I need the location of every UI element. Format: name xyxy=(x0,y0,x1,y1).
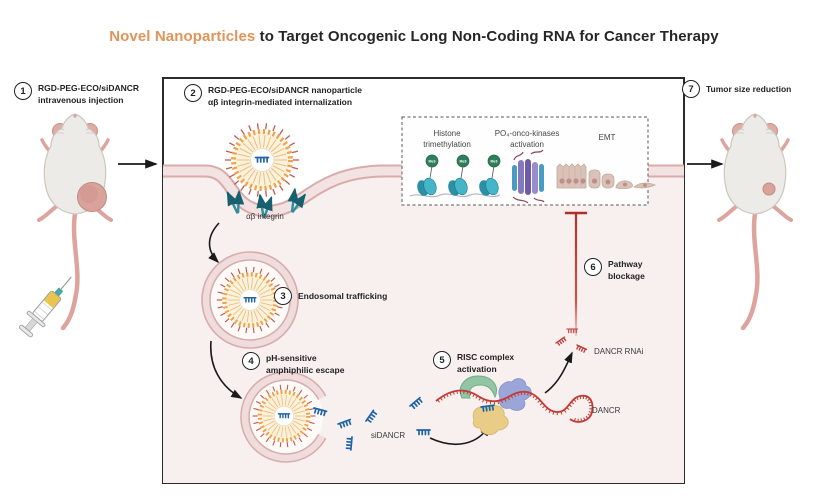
sidancr-label: siDANCR xyxy=(370,431,406,440)
title-rest: to Target Oncogenic Long Non-Coding RNA … xyxy=(255,28,719,45)
syringe-icon xyxy=(18,276,72,338)
mouse-treated xyxy=(719,114,791,328)
step-number: 7 xyxy=(682,80,700,98)
risc-complex xyxy=(435,375,594,436)
integrin-label: αβ integrin xyxy=(246,212,284,221)
mouse-injected xyxy=(18,114,111,338)
dancr-label: DANCR xyxy=(592,406,621,415)
onco-kinase-icon xyxy=(512,149,545,204)
step-number: 5 xyxy=(433,351,451,369)
me3-label: Me3 xyxy=(429,159,436,163)
step-number: 6 xyxy=(584,258,602,276)
arrow-internalization xyxy=(208,222,220,264)
inhibition-line xyxy=(565,211,587,336)
dancr-rnai-label: DANCR RNAi xyxy=(594,347,644,356)
arrow-to-escape xyxy=(210,340,243,399)
step-number: 3 xyxy=(274,287,292,305)
opened-endosome xyxy=(240,371,328,463)
histone-trimethylation-icon: Me3 Me3 Me3 xyxy=(409,154,501,198)
pathway-inset-box: Me3 Me3 Me3 xyxy=(401,116,657,206)
page-title: Novel Nanoparticles to Target Oncogenic … xyxy=(0,28,828,45)
integrin-receptors xyxy=(226,187,306,219)
emt-label: EMT xyxy=(598,133,616,142)
step-number: 2 xyxy=(184,84,202,102)
step-number: 1 xyxy=(14,82,32,100)
title-highlight: Novel Nanoparticles xyxy=(109,28,256,45)
step-number: 4 xyxy=(242,352,260,370)
arrow-to-rnai xyxy=(544,351,573,394)
dancr-strand xyxy=(435,389,594,423)
me3-label: Me3 xyxy=(491,159,498,163)
emt-icon xyxy=(556,163,657,189)
me3-label: Me3 xyxy=(460,159,467,163)
tumor-small xyxy=(762,182,776,196)
step-3-badge: 3 Endosomal trafficking xyxy=(274,287,414,305)
endosome xyxy=(201,251,299,349)
step-7-badge: 7 Tumor size reduction xyxy=(682,80,822,98)
